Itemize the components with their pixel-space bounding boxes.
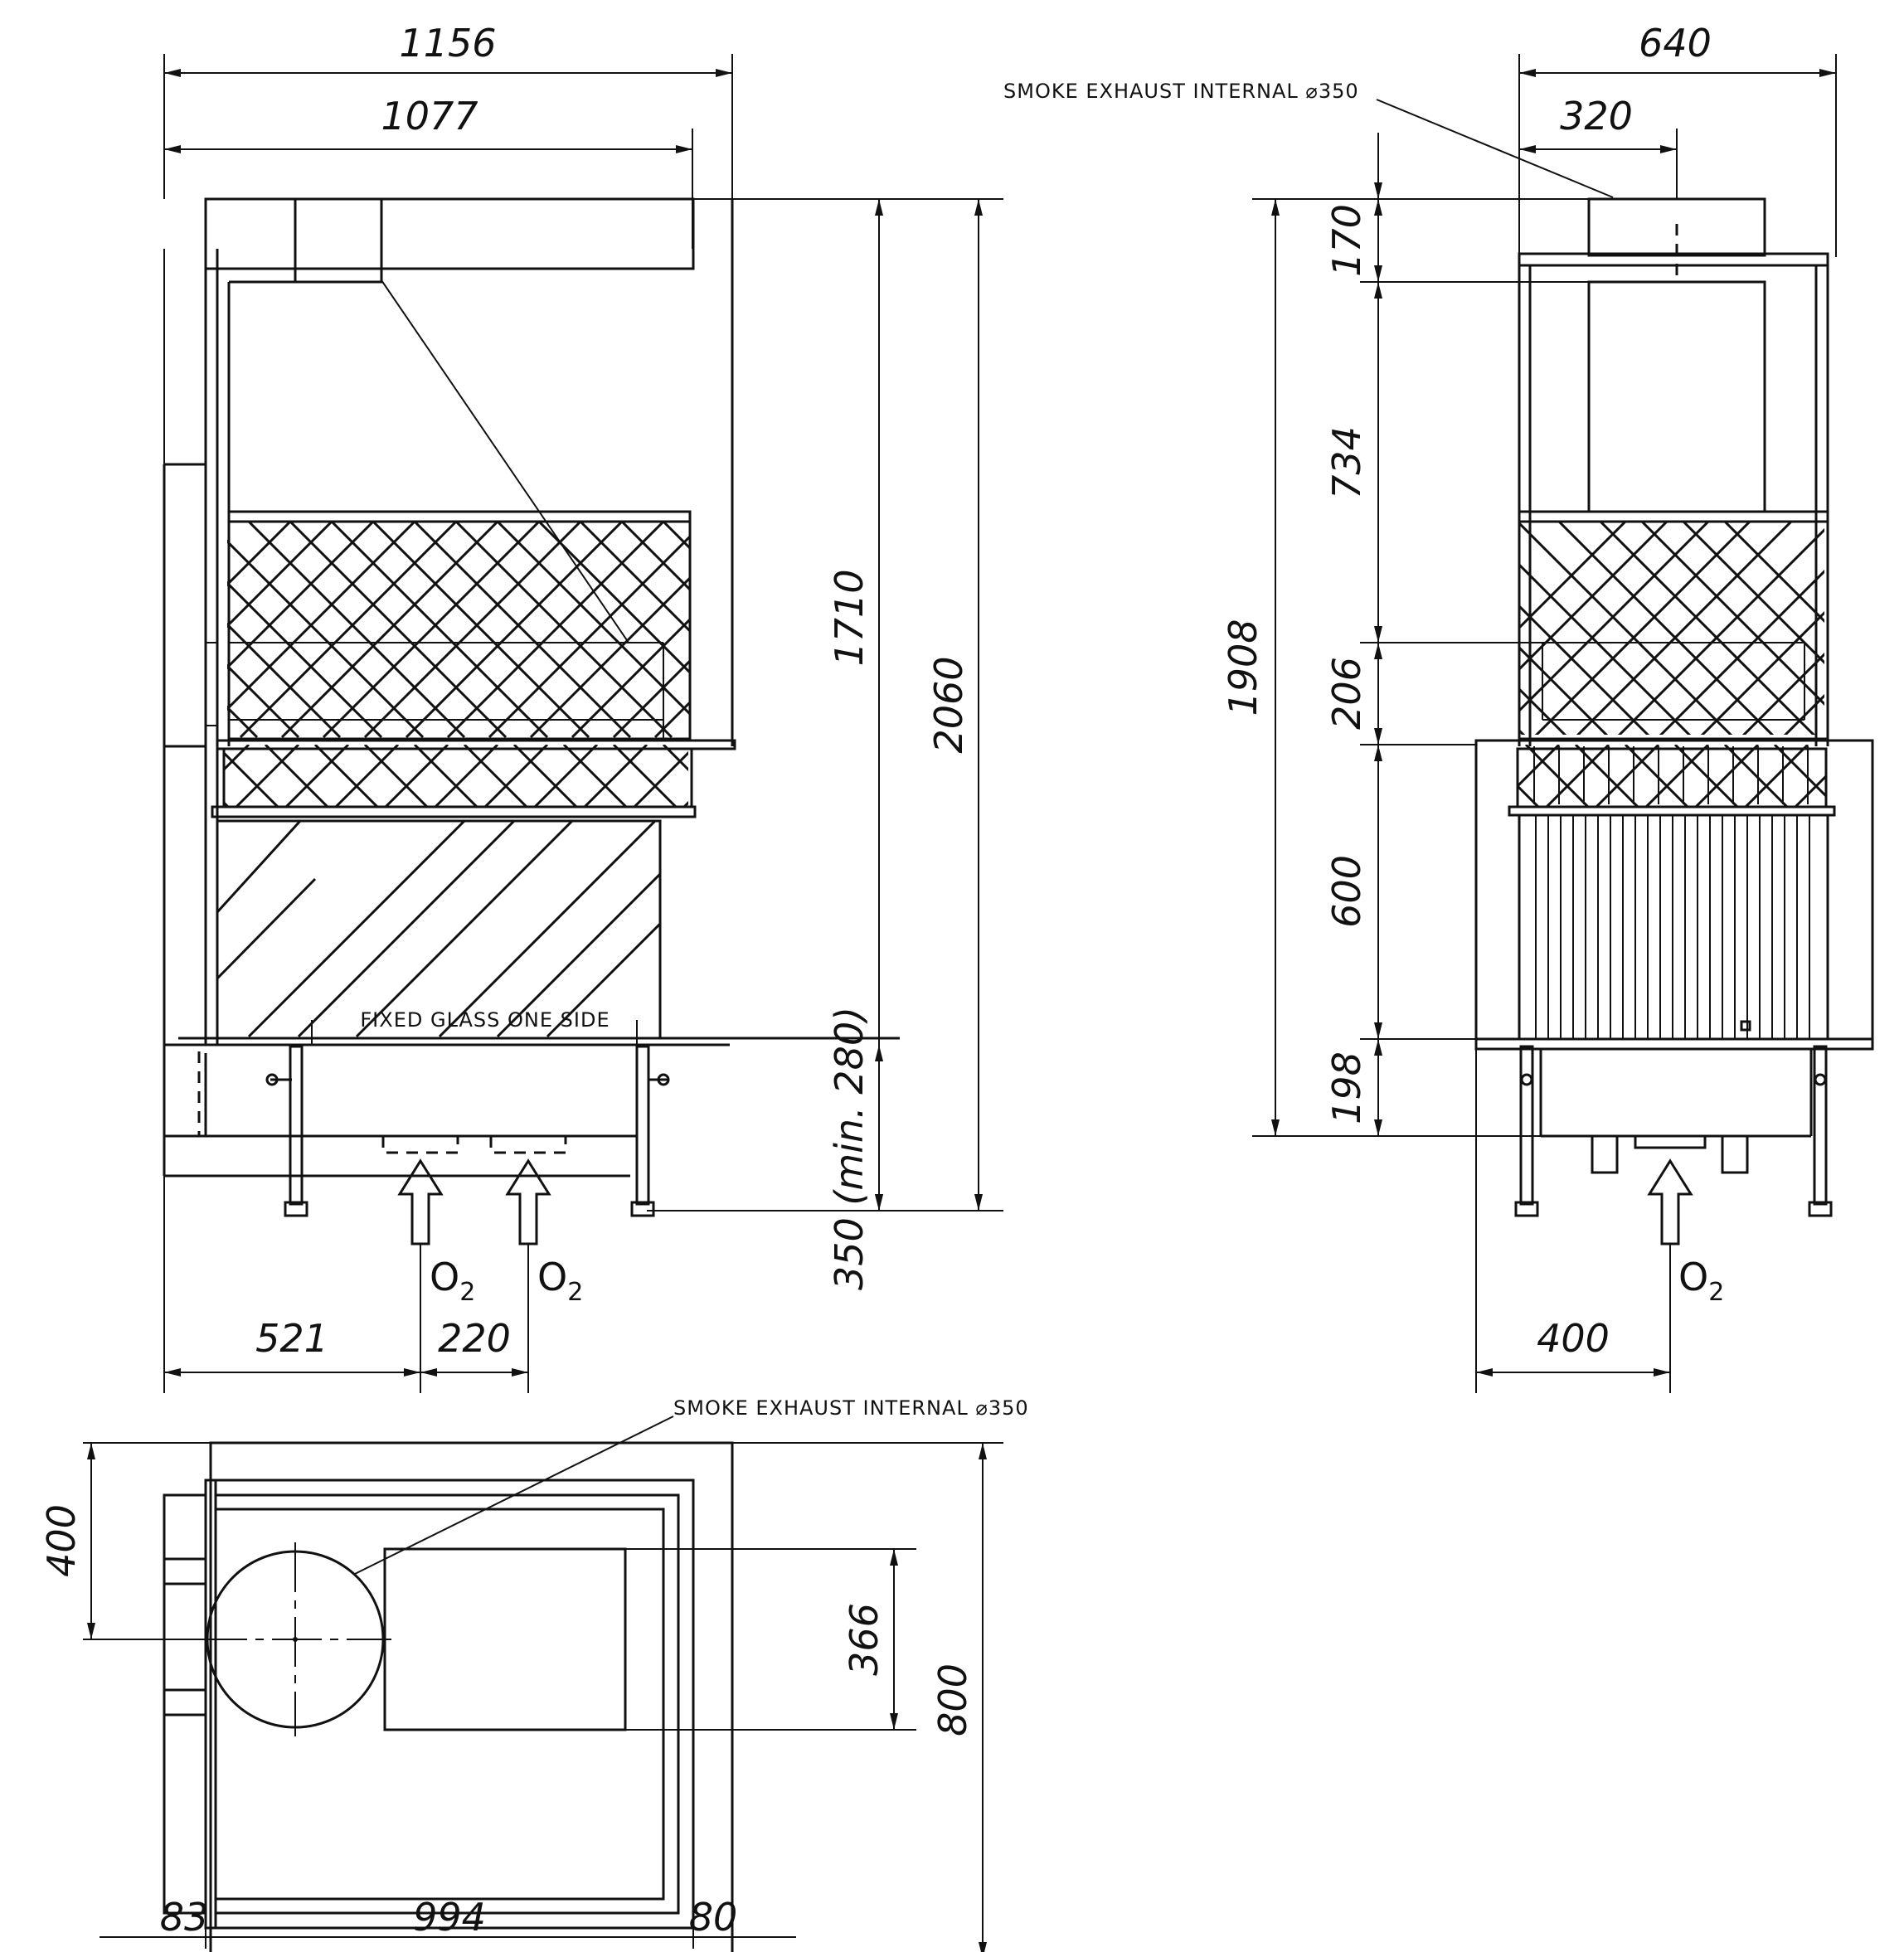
- side-leg-right: [1813, 1045, 1828, 1206]
- front-glass-note: FIXED GLASS ONE SIDE: [360, 1008, 610, 1032]
- dim-air-offset-label: 521: [255, 1316, 328, 1361]
- dim-firebox-height-label: 1710: [827, 569, 872, 666]
- side-smoke-note: SMOKE EXHAUST INTERNAL ⌀350: [1003, 80, 1359, 103]
- dim-hood-height-label: 170: [1324, 204, 1369, 277]
- front-leg-left: [289, 1045, 304, 1206]
- side-air-label: O2: [1678, 1255, 1724, 1307]
- side-flue-box: [1587, 280, 1766, 513]
- front-baffle-line: [381, 279, 629, 643]
- front-grille-upper: [227, 521, 690, 738]
- dim-plan-depth-label: 800: [930, 1663, 975, 1736]
- dim-overall-width-label: 1156: [399, 21, 496, 66]
- front-base-box: [163, 1043, 639, 1138]
- plan-inner-box: [383, 1547, 627, 1731]
- plan-outer-body: [209, 1441, 734, 1952]
- dim-air-spacing-label: 220: [438, 1316, 511, 1361]
- dim-base-height-label: 350 (min. 280): [827, 1007, 872, 1290]
- dim-half-depth-label: 320: [1560, 94, 1633, 138]
- dim-side-total-height-label: 1908: [1221, 619, 1265, 716]
- front-air-label-1: O2: [430, 1255, 475, 1307]
- side-leg-left: [1519, 1045, 1534, 1206]
- dim-side-air-offset-label: 400: [1537, 1316, 1610, 1361]
- dim-side-base-height-label: 198: [1324, 1051, 1369, 1124]
- plan-view: SMOKE EXHAUST INTERNAL ⌀350 400 366: [39, 1396, 1029, 1952]
- dim-overall-depth-label: 640: [1639, 21, 1712, 66]
- plan-smoke-note: SMOKE EXHAUST INTERNAL ⌀350: [673, 1396, 1029, 1420]
- front-leg-right: [635, 1045, 650, 1206]
- dim-flue-zone-label: 366: [842, 1603, 886, 1676]
- dim-glass-height-label: 600: [1324, 855, 1369, 928]
- dim-upper-height-label: 734: [1324, 426, 1369, 499]
- front-glass-panel: [216, 819, 662, 1040]
- dim-mid-height-label: 206: [1324, 657, 1369, 730]
- dim-total-height-label: 2060: [926, 656, 971, 753]
- side-grille-lower: [1518, 745, 1826, 806]
- dim-right-margin-label: 80: [689, 1895, 738, 1940]
- side-view: 640 320 SMOKE EXHAUST INTERNAL ⌀350: [1003, 21, 1874, 1393]
- dim-left-margin-label: 83: [160, 1895, 209, 1940]
- side-base-plate: [1474, 1037, 1874, 1051]
- dim-flue-offset-label: 400: [39, 1504, 84, 1577]
- dim-inner-width: 1077: [164, 94, 692, 153]
- dim-overall-width: 1156: [164, 21, 732, 77]
- front-glass-hatch: [217, 821, 660, 1038]
- side-air-arrow: [1647, 1158, 1693, 1245]
- side-grille-upper: [1519, 522, 1824, 735]
- front-air-arrow-2: [505, 1158, 551, 1245]
- plan-bottom-dims: 83 994 80: [100, 1895, 796, 1949]
- dim-base-height: 350 (min. 280): [827, 1007, 883, 1290]
- dim-inner-width-label: 1077: [381, 94, 478, 138]
- dim-overall-depth: 640: [1519, 21, 1836, 77]
- front-view: 1156 1077: [163, 21, 1003, 1393]
- front-air-arrow-1: [397, 1158, 444, 1245]
- dim-plan-inner-width-label: 994: [413, 1895, 486, 1940]
- dim-half-depth: 320: [1519, 94, 1677, 153]
- front-grille-lower: [224, 745, 688, 806]
- front-air-label-2: O2: [537, 1255, 583, 1307]
- front-hood: [204, 197, 695, 270]
- side-glass-ribs: [1535, 815, 1810, 1039]
